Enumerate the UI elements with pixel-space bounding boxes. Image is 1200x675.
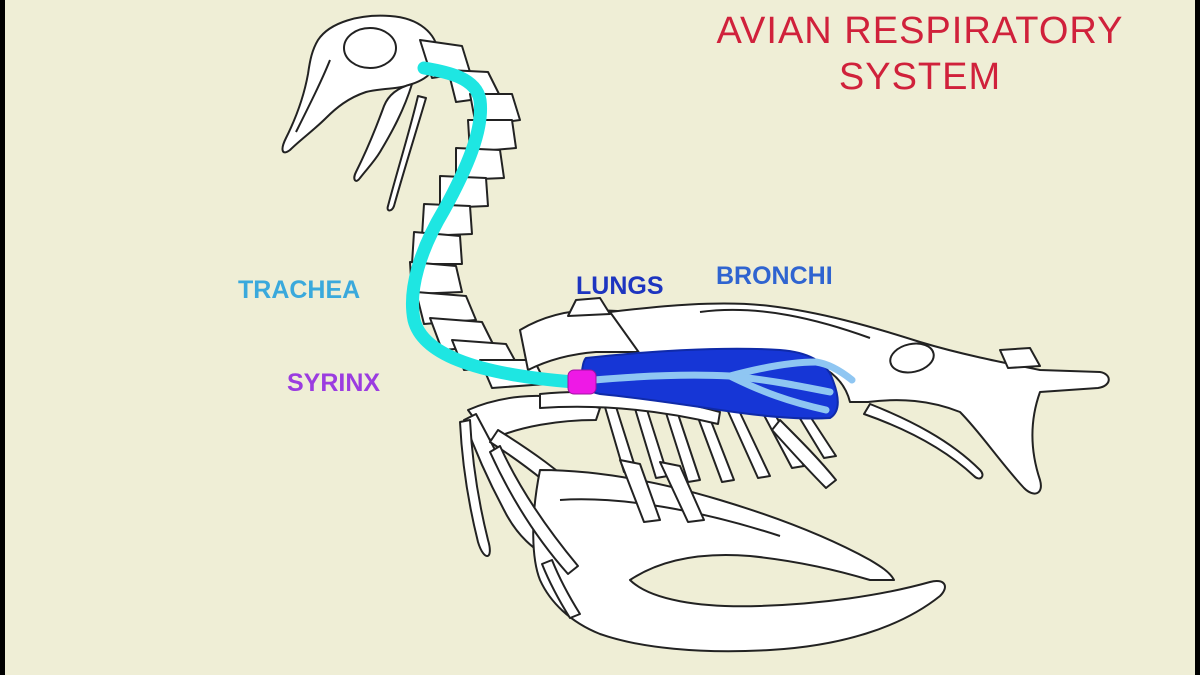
sternal-ribs-2 (659, 461, 705, 523)
wing-tip (541, 559, 581, 619)
bronchi-label: BRONCHI (716, 262, 833, 290)
hyoid-bone (386, 95, 427, 212)
sternal-ribs (619, 459, 661, 523)
pubis (863, 403, 984, 480)
spinous-process (567, 297, 611, 317)
title-line-2: SYSTEM (838, 56, 1002, 98)
trachea (405, 61, 581, 389)
bronchi (590, 358, 856, 414)
tail-bones (999, 347, 1041, 369)
eye-socket (343, 27, 397, 69)
bird-skeleton (281, 14, 1110, 653)
wing-digit (459, 419, 491, 557)
lungs-label: LUNGS (576, 272, 664, 300)
lower-jaw (353, 83, 413, 182)
pelvis-foramen (889, 342, 935, 374)
left-frame-border (0, 0, 5, 675)
title-line-1: AVIAN RESPIRATORY (716, 10, 1124, 52)
ilium-ridge (699, 308, 871, 339)
upper-beak-line (295, 59, 331, 133)
diagram-title: AVIAN RESPIRATORY SYSTEM (660, 8, 1180, 100)
leg-femur (771, 419, 837, 489)
sternum-edge (559, 498, 781, 537)
skull (281, 14, 440, 154)
keel-sternum (532, 469, 946, 653)
trachea-label: TRACHEA (238, 276, 361, 304)
syrinx-label: SYRINX (287, 369, 381, 397)
syrinx (567, 369, 597, 395)
right-frame-border (1195, 0, 1200, 675)
furcula (489, 445, 579, 575)
